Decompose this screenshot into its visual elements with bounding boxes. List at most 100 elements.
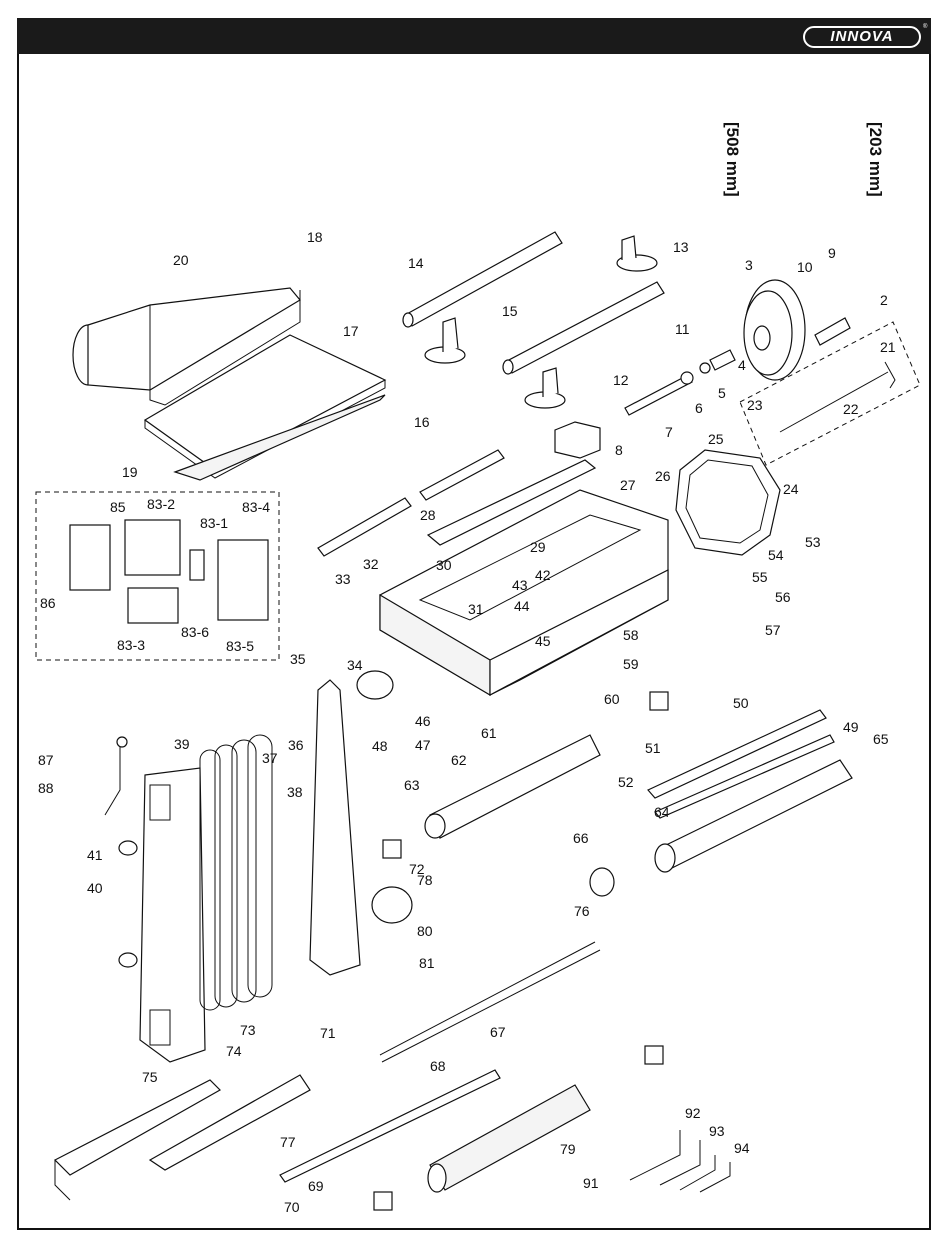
- belt-guard: [139, 767, 206, 1063]
- part-label-81: 81: [419, 955, 435, 971]
- part-label-8: 8: [615, 442, 623, 458]
- part-label-33: 33: [335, 571, 351, 587]
- part-label-83-3: 83-3: [117, 637, 145, 653]
- belt-loop: [309, 679, 361, 976]
- part-label-92: 92: [685, 1105, 701, 1121]
- part-label-91: 91: [583, 1175, 599, 1191]
- part-label-43: 43: [512, 577, 528, 593]
- part-label-42: 42: [535, 567, 551, 583]
- part-label-52: 52: [618, 774, 634, 790]
- part-label-85: 85: [110, 499, 126, 515]
- motor-pulley: [356, 670, 394, 700]
- roller-bracket-b: [524, 367, 566, 409]
- part-label-31: 31: [468, 601, 484, 617]
- infeed-roller-top: [402, 231, 563, 328]
- part-label-24: 24: [783, 481, 799, 497]
- hex-key-93: [679, 1155, 716, 1191]
- part-label-59: 59: [623, 656, 639, 672]
- overload-relay: [127, 587, 179, 624]
- part-label-26: 26: [655, 468, 671, 484]
- part-label-93: 93: [709, 1123, 725, 1139]
- brand-logo: INNOVA: [803, 26, 921, 48]
- tension-block-c: [644, 1045, 664, 1065]
- part-label-12: 12: [613, 372, 629, 388]
- part-label-75: 75: [142, 1069, 158, 1085]
- part-label-83-5: 83-5: [226, 638, 254, 654]
- part-label-17: 17: [343, 323, 359, 339]
- part-label-69: 69: [308, 1178, 324, 1194]
- guard-knob-lower: [118, 952, 138, 968]
- trademark-mark: ®: [923, 24, 928, 30]
- part-label-21: 21: [880, 339, 896, 355]
- guard-knob-upper: [118, 840, 138, 856]
- part-label-77: 77: [280, 1134, 296, 1150]
- part-label-60: 60: [604, 691, 620, 707]
- infeed-knurled-roller: [427, 1084, 591, 1193]
- part-label-79: 79: [560, 1141, 576, 1157]
- part-label-46: 46: [415, 713, 431, 729]
- snap-ring: [699, 362, 711, 374]
- top-cover-plate: [143, 334, 387, 481]
- part-label-38: 38: [287, 784, 303, 800]
- handwheel: [743, 279, 806, 381]
- crank-handle-grip: [884, 361, 896, 389]
- part-label-62: 62: [451, 752, 467, 768]
- part-label-11: 11: [675, 321, 690, 337]
- part-label-18: 18: [307, 229, 323, 245]
- electrical-group-box: [35, 491, 280, 661]
- part-label-67: 67: [490, 1024, 506, 1040]
- part-label-50: 50: [733, 695, 749, 711]
- cutterhead-bearing: [589, 867, 615, 897]
- part-label-83-2: 83-2: [147, 496, 175, 512]
- part-label-63: 63: [404, 777, 420, 793]
- part-label-78: 78: [417, 872, 433, 888]
- part-label-83-1: 83-1: [200, 515, 228, 531]
- knife-gib: [654, 734, 835, 819]
- part-label-32: 32: [363, 556, 379, 572]
- guide-strip-upper: [419, 449, 505, 501]
- part-label-53: 53: [805, 534, 821, 550]
- part-label-57: 57: [765, 622, 781, 638]
- support-rod-a: [379, 941, 596, 1056]
- switch-housing: [217, 539, 269, 621]
- chip-deflector-plate: [426, 459, 597, 546]
- part-label-3: 3: [745, 257, 753, 273]
- part-label-65: 65: [873, 731, 889, 747]
- part-label-76: 76: [574, 903, 590, 919]
- part-label-2: 2: [880, 292, 888, 308]
- part-label-16: 16: [414, 414, 430, 430]
- roller-bracket-a: [424, 317, 466, 364]
- cord-strain-relief: [116, 736, 128, 748]
- part-label-45: 45: [535, 633, 551, 649]
- tension-block-d: [373, 1191, 393, 1211]
- part-label-56: 56: [775, 589, 791, 605]
- drive-belts: [199, 734, 273, 1011]
- part-label-23: 23: [747, 397, 763, 413]
- part-label-35: 35: [290, 651, 306, 667]
- power-cord: [104, 745, 121, 816]
- part-label-64: 64: [654, 804, 670, 820]
- tension-block-a: [649, 691, 669, 711]
- part-label-58: 58: [623, 627, 639, 643]
- part-number-labels: 2345678910111213141516171819202122232425…: [38, 229, 896, 1215]
- header-bar: [17, 18, 931, 54]
- part-label-20: 20: [173, 252, 189, 268]
- bearing-ring: [680, 371, 694, 385]
- part-label-48: 48: [372, 738, 388, 754]
- part-label-70: 70: [284, 1199, 300, 1215]
- part-label-13: 13: [673, 239, 689, 255]
- part-label-80: 80: [417, 923, 433, 939]
- hex-key-94: [699, 1162, 731, 1193]
- part-label-7: 7: [665, 424, 673, 440]
- handwheel-knob: [814, 317, 851, 346]
- part-label-47: 47: [415, 737, 431, 753]
- roller-bracket-c: [616, 235, 658, 272]
- outfeed-roller: [424, 734, 601, 839]
- guide-strip-lower: [317, 497, 412, 557]
- part-label-4: 4: [738, 357, 746, 373]
- part-label-88: 88: [38, 780, 54, 796]
- part-label-55: 55: [752, 569, 768, 585]
- part-label-94: 94: [734, 1140, 750, 1156]
- crank-handle-rod: [779, 371, 889, 433]
